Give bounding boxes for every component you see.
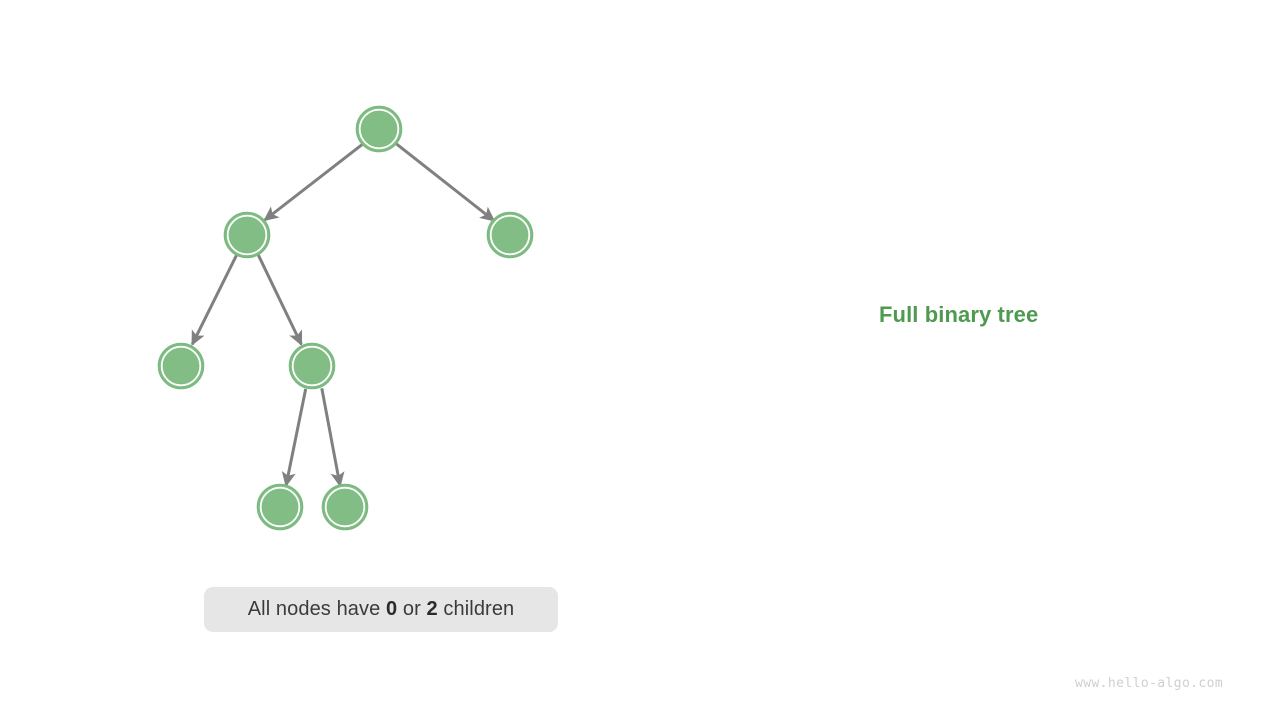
edge-left-right-to-leaf-b	[320, 388, 345, 488]
tree-nodes	[157, 105, 534, 531]
edge-left-to-left-left	[190, 254, 238, 346]
tree-node-left[interactable]	[223, 211, 271, 259]
edge-left-right-to-leaf-a	[281, 388, 308, 488]
caption-suffix: children	[437, 598, 515, 620]
caption-middle: or	[397, 598, 427, 620]
diagram-title: Full binary tree	[879, 302, 1039, 327]
tree-node-leaf-a[interactable]	[256, 483, 304, 531]
tree-node-root[interactable]	[355, 105, 403, 153]
tree-node-leaf-b[interactable]	[321, 483, 369, 531]
caption-text: All nodes have 0 or 2 children	[248, 598, 515, 621]
caption-prefix: All nodes have	[247, 598, 386, 620]
tree-node-left-left[interactable]	[157, 342, 205, 390]
caption-badge: All nodes have 0 or 2 children	[204, 587, 558, 632]
edge-root-to-right	[395, 142, 496, 222]
caption-bold-two: 2	[426, 598, 438, 620]
caption-bold-zero: 0	[386, 598, 398, 620]
watermark-url: www.hello-algo.com	[1075, 676, 1224, 691]
edge-root-to-left	[263, 143, 364, 222]
tree-node-left-right[interactable]	[288, 342, 336, 390]
edge-left-to-left-right	[257, 254, 303, 347]
tree-node-right[interactable]	[486, 211, 534, 259]
tree-edges	[190, 142, 496, 488]
